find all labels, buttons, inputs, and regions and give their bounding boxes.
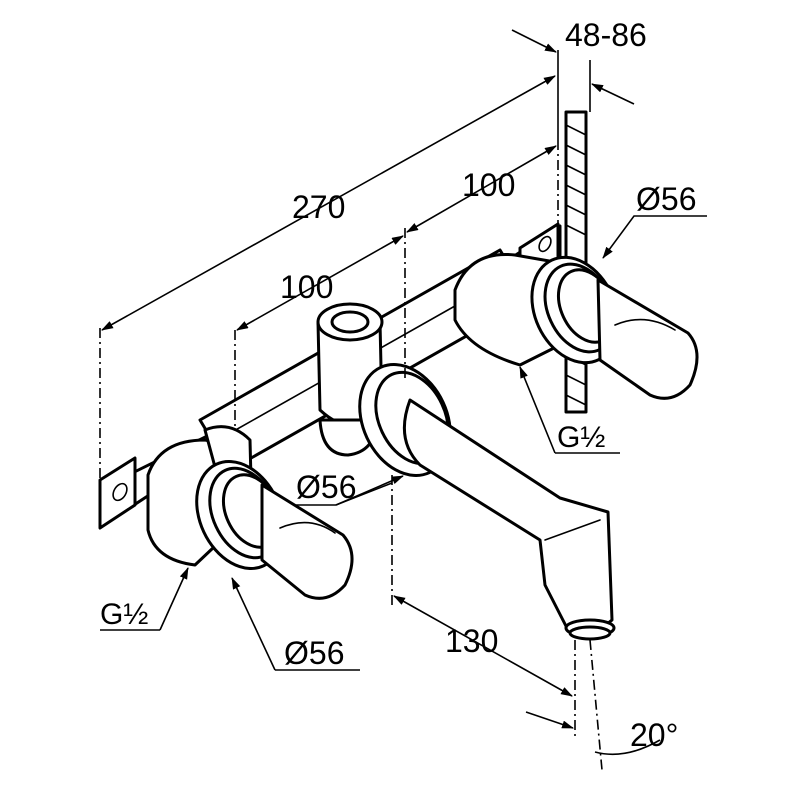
dim-total-width: 270 bbox=[292, 189, 345, 225]
left-valve bbox=[146, 425, 354, 600]
dim-spacing-right: 100 bbox=[462, 167, 515, 203]
dimension-lines bbox=[101, 29, 661, 756]
thread-left: G½ bbox=[100, 598, 148, 631]
dim-spout-length: 130 bbox=[445, 623, 498, 659]
dim-spacing-left: 100 bbox=[280, 269, 333, 305]
thread-right: G½ bbox=[557, 421, 605, 454]
diameter-right-handle: Ø56 bbox=[636, 181, 696, 217]
extension-lines bbox=[557, 50, 591, 140]
diameter-center-rosette: Ø56 bbox=[296, 469, 356, 505]
leader-lines bbox=[100, 215, 707, 671]
diameter-left-handle: Ø56 bbox=[284, 635, 344, 671]
dim-spout-angle: 20° bbox=[630, 717, 678, 753]
dim-wall-depth: 48-86 bbox=[565, 17, 647, 53]
